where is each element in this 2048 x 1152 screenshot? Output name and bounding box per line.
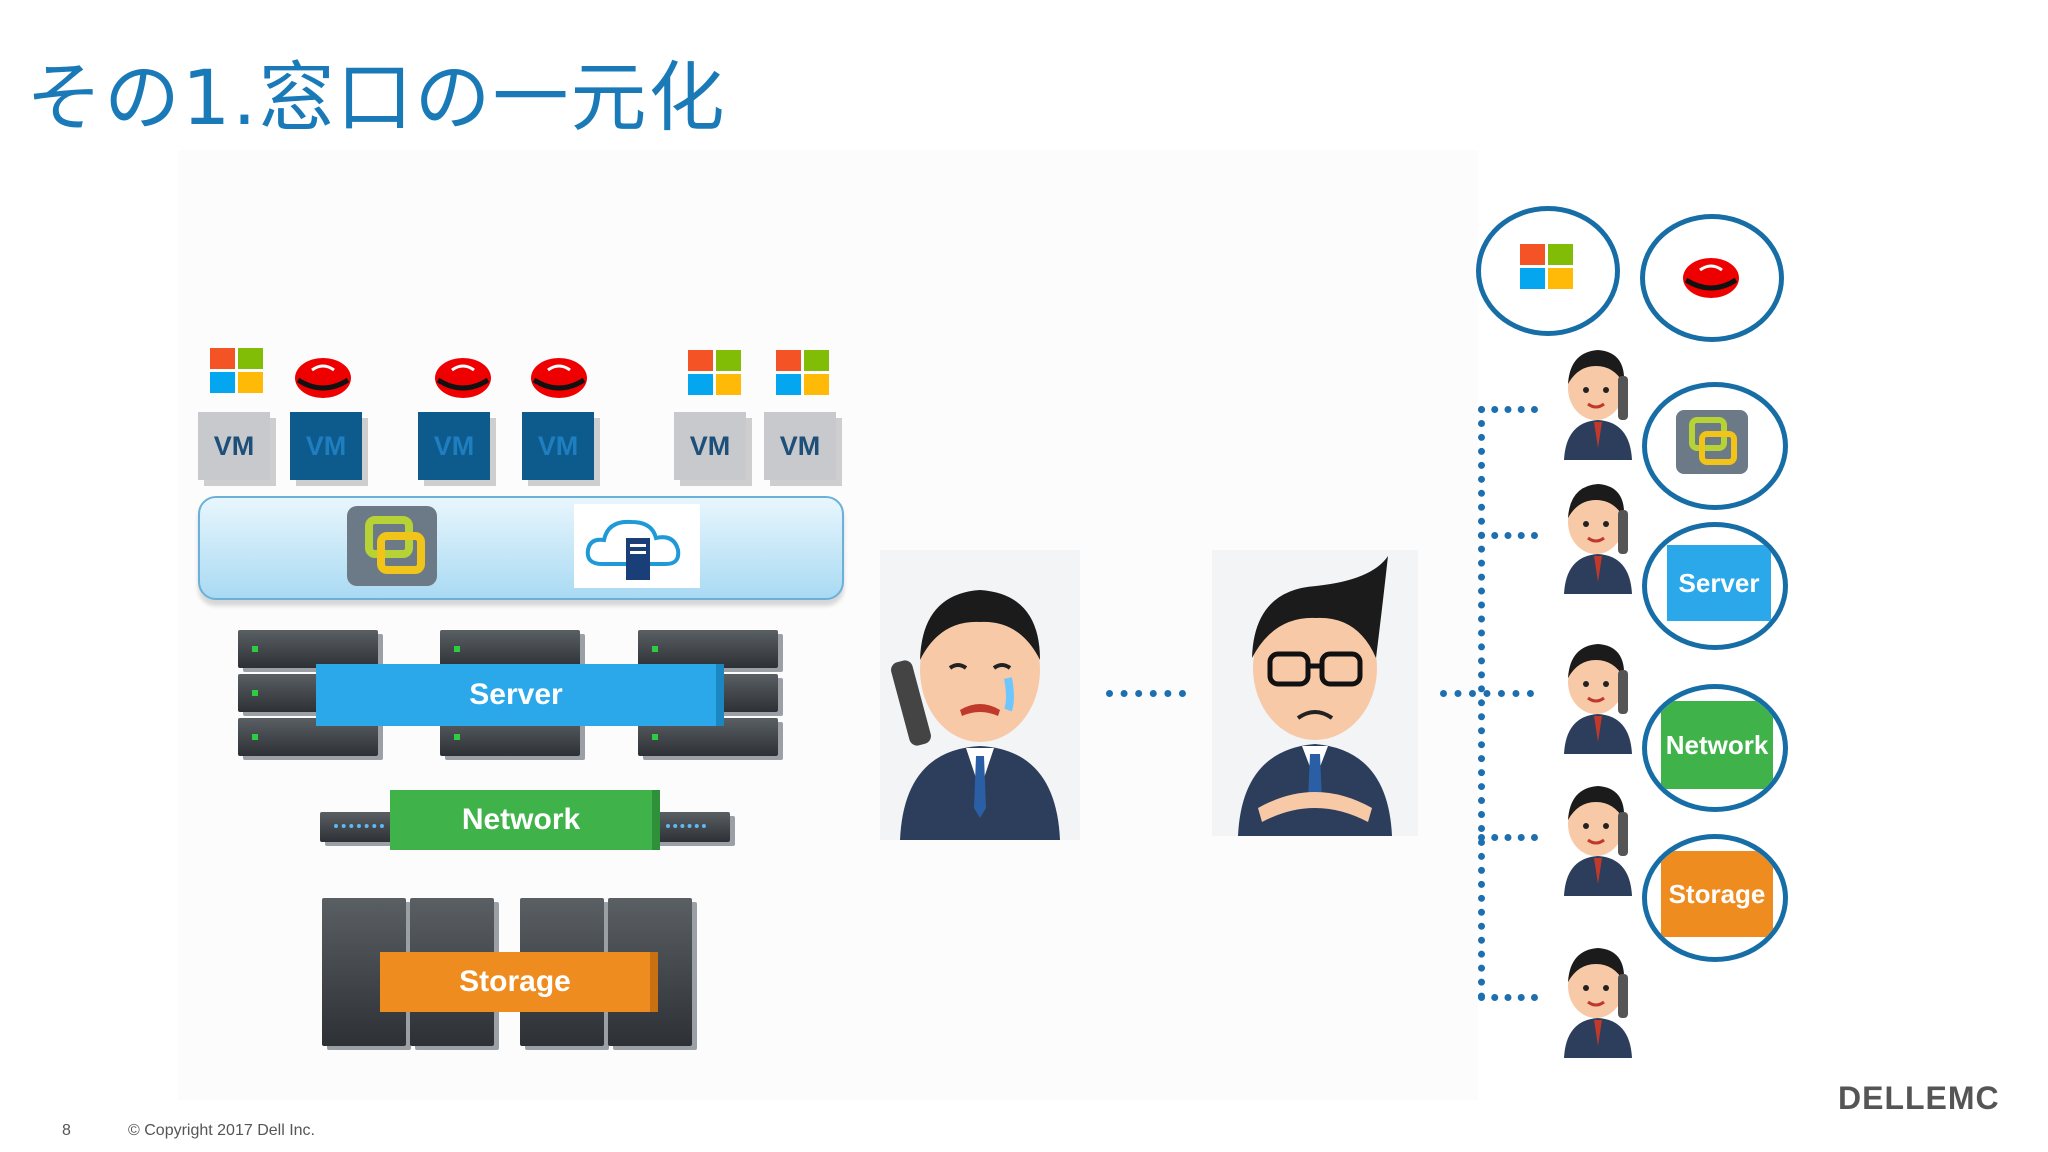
support-staff-on-phone <box>1556 336 1640 460</box>
dotted-connector <box>1106 690 1186 697</box>
server-unit <box>440 630 580 668</box>
cloud-server-icon <box>574 504 700 592</box>
server-layer-label: Server <box>316 664 716 726</box>
vm-box: VM <box>198 412 270 480</box>
support-staff-on-phone <box>1556 772 1640 896</box>
dotted-connector <box>1478 834 1538 841</box>
speech-bubble-storage: Storage <box>1642 834 1788 962</box>
vm-box: VM <box>764 412 836 480</box>
support-staff-on-phone <box>1556 630 1640 754</box>
speech-bubble-server: Server <box>1642 522 1788 650</box>
dell-emc-logo: DELLEMC <box>1838 1080 2000 1116</box>
crying-person-on-phone <box>880 550 1080 840</box>
redhat-icon <box>432 348 494 404</box>
hypervisor-layer <box>198 496 844 600</box>
dotted-connector <box>1478 406 1538 413</box>
network-bubble-label: Network <box>1661 701 1773 789</box>
vm-box: VM <box>674 412 746 480</box>
server-bubble-label: Server <box>1667 545 1771 621</box>
support-staff-on-phone <box>1556 470 1640 594</box>
network-layer-label: Network <box>390 790 652 850</box>
server-unit <box>638 630 778 668</box>
dotted-connector <box>1478 994 1538 1001</box>
vsphere-icon <box>1674 408 1750 480</box>
redhat-icon <box>528 348 590 404</box>
windows-icon <box>1520 244 1574 294</box>
vm-box: VM <box>522 412 594 480</box>
redhat-icon <box>1680 248 1742 304</box>
dotted-connector <box>1478 406 1485 1000</box>
speech-bubble-network: Network <box>1642 684 1788 812</box>
server-unit <box>238 630 378 668</box>
redhat-icon <box>292 348 354 404</box>
windows-icon <box>776 350 830 400</box>
worried-person-with-glasses <box>1212 550 1418 836</box>
page-title: その1.窓口の一元化 <box>26 53 727 142</box>
vsphere-icon <box>345 504 439 592</box>
page-number: 8 <box>62 1122 71 1139</box>
windows-icon <box>210 348 264 398</box>
storage-bubble-label: Storage <box>1661 851 1773 937</box>
copyright: © Copyright 2017 Dell Inc. <box>128 1122 315 1139</box>
storage-layer-label: Storage <box>380 952 650 1012</box>
vm-box: VM <box>418 412 490 480</box>
support-staff-on-phone <box>1556 934 1640 1058</box>
dotted-connector <box>1440 690 1534 697</box>
vm-box: VM <box>290 412 362 480</box>
windows-icon <box>688 350 742 400</box>
dotted-connector <box>1478 532 1538 539</box>
